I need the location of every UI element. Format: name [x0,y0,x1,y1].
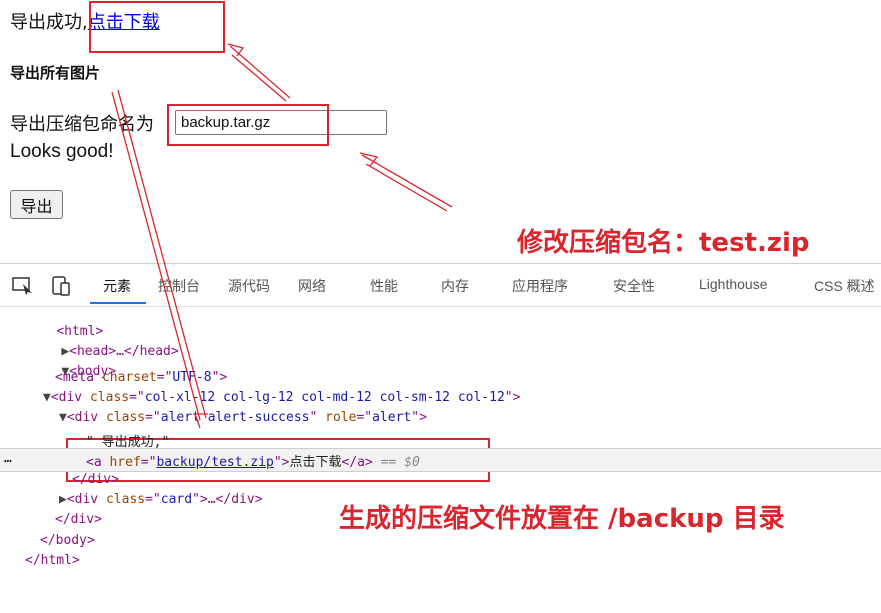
node-html-close[interactable]: </html> [25,553,80,568]
tab-performance[interactable]: 性能 [370,279,398,295]
tab-network[interactable]: 网络 [298,279,326,295]
collapse-icon[interactable]: ▼ [61,364,70,379]
node-body[interactable]: ▼<body> [61,364,117,379]
highlight-box-download [89,1,225,53]
export-button[interactable]: 导出 [10,190,63,219]
more-dots[interactable]: … [4,451,12,466]
collapse-icon[interactable]: ▼ [59,410,67,425]
node-text[interactable]: " 导出成功," [86,435,170,450]
tab-elements[interactable]: 元素 [103,279,131,295]
tab-memory[interactable]: 内存 [441,279,469,295]
success-prefix: 导出成功, [10,12,88,33]
download-link[interactable]: 点击下载 [87,12,160,33]
tab-sources[interactable]: 源代码 [228,279,270,295]
validation-feedback: Looks good! [10,141,114,162]
inspect-icon[interactable] [12,276,34,301]
tab-css-overview[interactable]: CSS 概述 [814,278,875,294]
arrow-to-download [227,43,291,102]
devtools-toolbar: 元素 控制台 源代码 网络 性能 内存 应用程序 安全性 Lighthouse … [0,263,881,307]
node-div-close[interactable]: </div> [72,472,119,487]
node-html[interactable]: <html> [56,324,104,339]
node-anchor[interactable]: <a href="backup/test.zip">点击下载</a> == $0 [86,455,420,470]
filename-label: 导出压缩包命名为 [10,114,154,135]
tab-lighthouse[interactable]: Lighthouse [699,276,768,292]
active-tab-indicator [90,302,146,304]
annotation-directory: 生成的压缩文件放置在 /backup 目录 [339,504,785,534]
node-body-close[interactable]: </body> [40,533,95,548]
tab-application[interactable]: 应用程序 [512,279,568,295]
filename-input[interactable] [175,110,387,135]
node-div-card[interactable]: ▶<div class="card">…</div> [59,492,263,507]
collapse-icon[interactable]: ▼ [43,390,51,405]
tab-security[interactable]: 安全性 [613,279,655,295]
section-heading: 导出所有图片 [10,64,101,82]
tab-console[interactable]: 控制台 [158,279,200,295]
highlight-box-filename [167,104,329,146]
device-toggle-icon[interactable] [51,276,73,301]
node-div-alert[interactable]: ▼<div class="alert alert-success" role="… [59,410,427,425]
expand-icon[interactable]: ▶ [59,492,67,507]
node-div-col[interactable]: ▼<div class="col-xl-12 col-lg-12 col-md-… [43,390,521,405]
selected-node-row[interactable] [0,448,881,472]
node-div-close-2[interactable]: </div> [55,512,102,527]
expand-icon[interactable]: ▶ [61,344,70,359]
node-meta[interactable]: <meta charset="UTF-8"> [55,370,228,385]
success-message: 导出成功,点击下载 [10,8,160,34]
annotation-rename: 修改压缩包名：test.zip [517,228,810,258]
arrow-to-filename [359,152,453,212]
